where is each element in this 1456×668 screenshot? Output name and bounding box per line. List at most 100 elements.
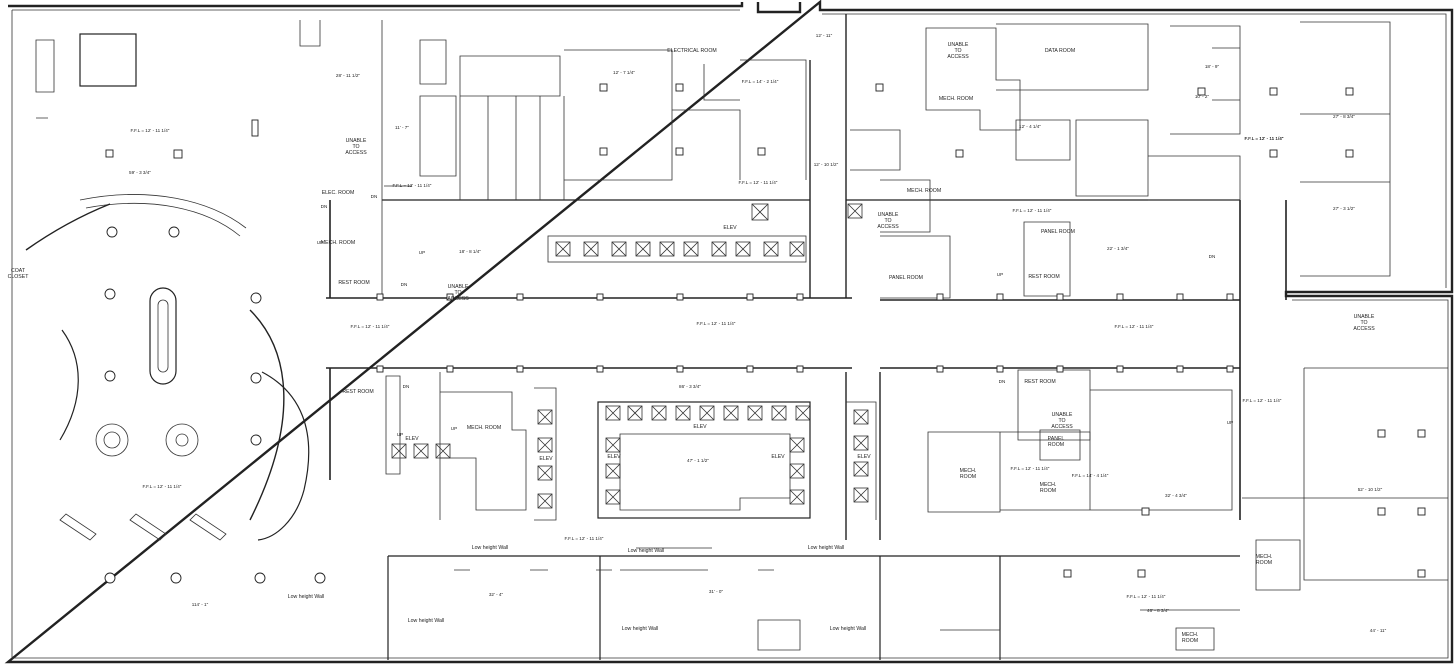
dimension-dim-6: 12' - 10 1/2" [814,162,839,167]
elevator-shaft [675,405,691,421]
level-note-ffl-14: F.F.L = 12' - 11 1/4" [1245,136,1284,141]
elevator-shaft [537,437,553,453]
elevator-shaft [635,241,651,257]
elevator-shaft [771,405,787,421]
building-outline [4,0,1454,664]
room-label-mech-room-6: MECH.ROOM [1040,482,1057,494]
dimension-dim-10: 18' - 9" [1205,64,1220,69]
elevator-shaft [723,405,739,421]
elevator-shaft [735,241,751,257]
dimension-dim-21: 32' - 4" [489,592,504,597]
dimension-dim-11: 27' - 8 3/4" [1333,114,1355,119]
dimension-dim-7: 18' - 8 1/4" [459,249,481,254]
level-note-ffl-3: F.F.L = 12' - 11 1/4" [739,180,778,185]
dimension-dim-18: 46' - 8 3/4" [1147,608,1169,613]
room-label-panel-room-1: PANEL ROOM [889,275,923,281]
dimension-dim-13: 22' - 1 3/4" [1107,246,1129,251]
level-note-ffl-7: F.F.L = 12' - 11 1/4" [697,321,736,326]
room-label-low-wall-2: Low height Wall [628,548,664,554]
corridor-column [796,365,804,373]
elevator-shaft [751,203,769,221]
stair-marker: DN [321,204,328,209]
room-label-low-wall-7: Low height Wall [830,626,866,632]
corridor-column [376,365,384,373]
room-label-elev-1: ELEV [723,225,737,231]
stair-marker: DN [999,379,1006,384]
elevator-shaft [605,437,621,453]
room-label-rest-room-4: REST ROOM [1028,274,1059,280]
corridor-column [796,293,804,301]
room-label-elec-room: ELEC. ROOM [322,190,355,196]
elevator-shaft [413,443,429,459]
bottom-strip [387,547,1240,660]
corridor-column [446,293,454,301]
corridor-column [1226,365,1234,373]
room-label-mech-room-7: MECH.ROOM [1256,554,1273,566]
level-note-ffl-15: F.F.L = 14' - 2 1/4" [742,79,779,84]
elevator-shaft [711,241,727,257]
room-label-elev-6: ELEV [771,454,785,460]
room-label-data-room: DATA ROOM [1045,48,1075,54]
corridor-column [516,365,524,373]
room-label-mech-room-2: MECH. ROOM [321,240,355,246]
dimension-dim-22: 31' - 0" [709,589,724,594]
stair-marker: DN [1209,254,1216,259]
elevator-bank-top [547,235,807,263]
elevator-shaft [763,241,779,257]
room-label-elev-4: ELEV [539,456,553,462]
room-label-low-wall-6: Low height Wall [622,626,658,632]
corridor-column [1056,365,1064,373]
dimension-dim-3: 11' - 7" [395,125,409,130]
room-label-electrical-room: ELECTRICAL ROOM [667,48,716,54]
dimension-dim-9: 10' - 2" [1195,94,1210,99]
elevator-shaft [611,241,627,257]
room-label-low-wall-3: Low height Wall [808,545,844,551]
room-label-low-wall-1: Low height Wall [472,545,508,551]
room-label-rest-room-2: REST ROOM [342,389,373,395]
room-label-mech-room-4: MECH. ROOM [467,425,501,431]
dimension-dim-16: 52' - 10 1/2" [1358,487,1383,492]
level-note-ffl-11: F.F.L = 12' - 11 1/4" [1011,466,1050,471]
corridor-column [996,293,1004,301]
elevator-shaft [699,405,715,421]
elevator-shaft [555,241,571,257]
stair-marker: DN [403,384,410,389]
corridor-column [936,293,944,301]
corridor-column [746,365,754,373]
room-label-elev-2: ELEV [693,424,707,430]
elevator-shaft [605,463,621,479]
corridor-column [516,293,524,301]
corridor-column [1056,293,1064,301]
rotunda-lobby [25,203,326,584]
level-note-ffl-10: F.F.L = 12' - 11 1/4" [143,484,182,489]
room-block-top-right [850,21,1391,299]
lobby-columns [104,226,326,584]
dimension-dim-8: 12' - 4 1/4" [1019,124,1041,129]
dimension-dim-4: 12' - 7 1/4" [613,70,635,75]
room-label-elev-5: ELEV [607,454,621,460]
elevator-shaft [537,465,553,481]
room-label-mech-room-3: MECH. ROOM [907,188,941,194]
stair-marker: DN [401,282,408,287]
elevator-shaft [853,435,869,451]
level-note-ffl-12: F.F.L = 12' - 11 1/4" [565,536,604,541]
dimension-dim-19: 44' - 11" [1370,628,1387,633]
elevator-shaft [853,461,869,477]
level-note-ffl-8: F.F.L = 12' - 11 1/4" [1115,324,1154,329]
elevator-shaft [789,463,805,479]
dimension-dim-1: 28' - 11 1/2" [336,73,360,78]
room-label-elev-7: ELEV [857,454,871,460]
elevator-shaft [789,437,805,453]
corridor-column [676,365,684,373]
room-label-low-wall-5: Low height Wall [408,618,444,624]
corridor-column [996,365,1004,373]
elevator-shaft [391,443,407,459]
